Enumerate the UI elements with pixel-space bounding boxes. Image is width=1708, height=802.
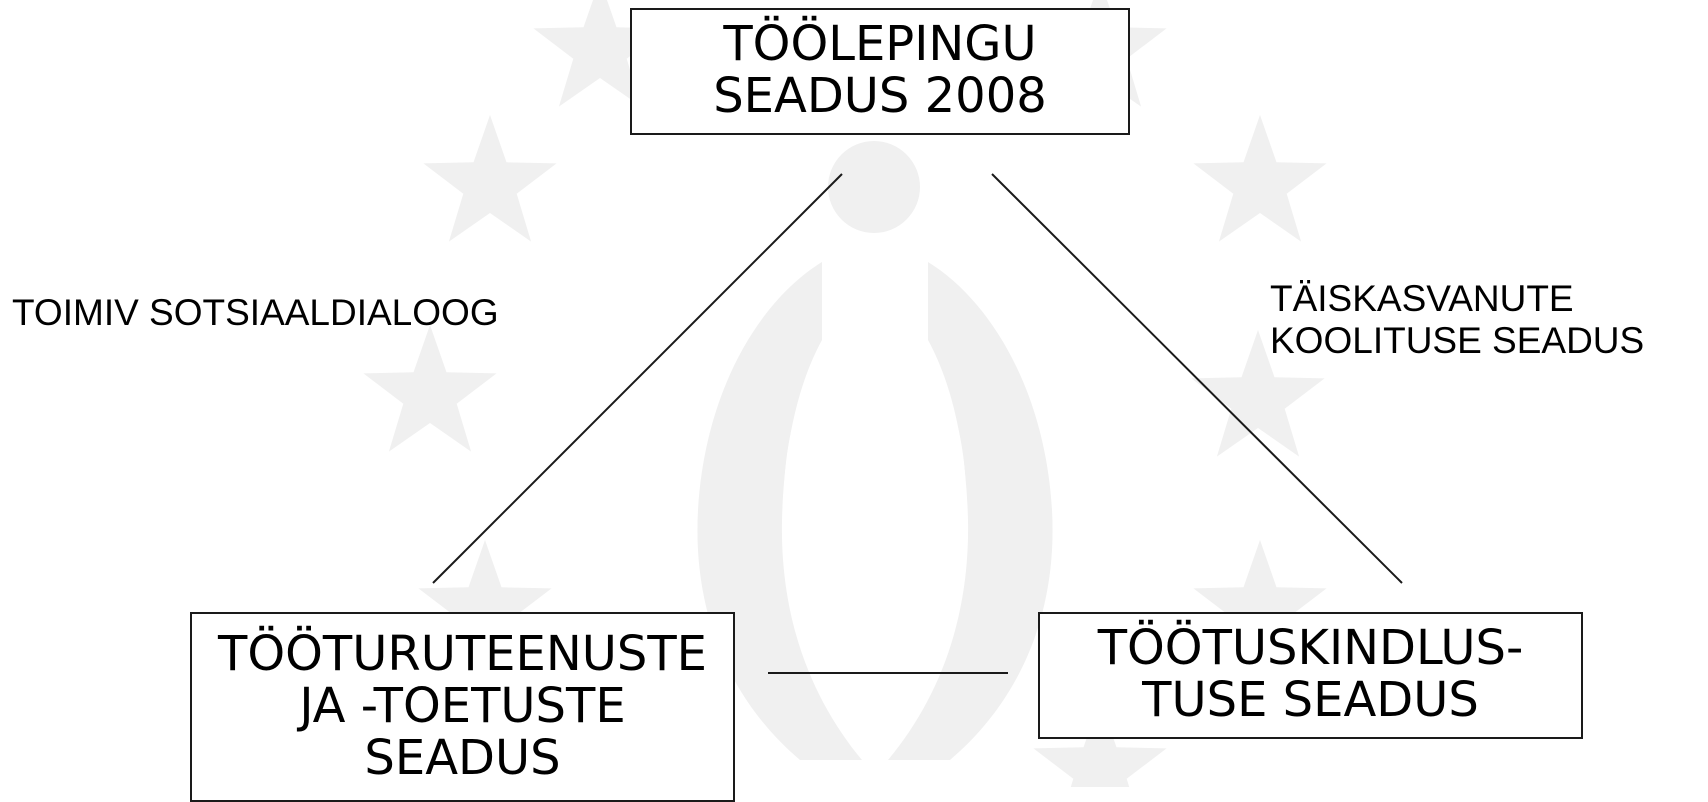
box-top-line1: TÖÖLEPINGU bbox=[723, 15, 1037, 72]
box-left-line3: SEADUS bbox=[364, 730, 561, 786]
box-right-line1: TÖÖTUSKINDLUS- bbox=[1097, 619, 1524, 676]
label-sotsiaaldialoog: TOIMIV SOTSIAALDIALOOG bbox=[12, 292, 499, 334]
box-tooturuteenuste-seadus: TÖÖTURUTEENUSTE JA -TOETUSTE SEADUS bbox=[190, 612, 735, 802]
box-left-line1: TÖÖTURUTEENUSTE bbox=[218, 626, 707, 682]
watermark-head-icon bbox=[828, 141, 920, 233]
label-right-line1: TÄISKASVANUTE bbox=[1270, 278, 1574, 319]
label-right-line2: KOOLITUSE SEADUS bbox=[1270, 320, 1645, 361]
connector-top-right bbox=[991, 173, 1403, 584]
watermark-figure-right-icon bbox=[888, 262, 1053, 760]
box-right-line2: TUSE SEADUS bbox=[1142, 671, 1479, 728]
box-top-line2: SEADUS 2008 bbox=[713, 67, 1047, 124]
watermark-figure-left-icon bbox=[697, 262, 862, 760]
connector-top-left bbox=[432, 173, 843, 584]
box-left-line2: JA -TOETUSTE bbox=[299, 678, 626, 734]
box-tootuskindlustuse-seadus: TÖÖTUSKINDLUS- TUSE SEADUS bbox=[1038, 612, 1583, 739]
label-taiskasvanute-koolitus: TÄISKASVANUTE KOOLITUSE SEADUS bbox=[1270, 278, 1644, 362]
box-tooleping-seadus: TÖÖLEPINGU SEADUS 2008 bbox=[630, 8, 1130, 135]
label-left-text: TOIMIV SOTSIAALDIALOOG bbox=[12, 292, 499, 333]
